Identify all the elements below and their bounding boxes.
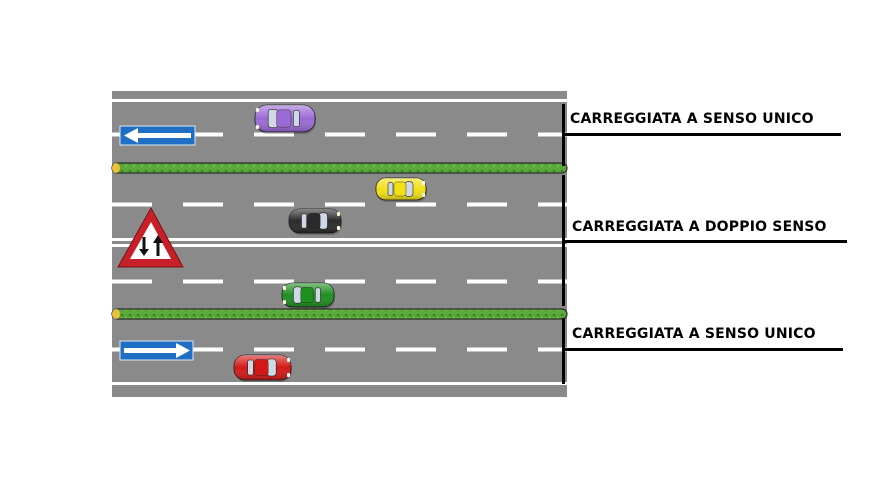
lane-dash	[183, 132, 223, 137]
car-purple	[254, 104, 316, 134]
lane-dash	[183, 279, 223, 284]
rule-top	[565, 133, 841, 136]
left-arrow-sign-icon	[119, 125, 196, 146]
lane-dash	[396, 132, 436, 137]
right-arrow-sign-icon	[119, 340, 194, 361]
lane-dash	[396, 347, 436, 352]
lane-dash	[325, 347, 365, 352]
lane-dash	[538, 202, 578, 207]
lane-dash	[254, 347, 294, 352]
two-way-traffic-warning-icon	[117, 206, 184, 268]
lane-dash	[112, 279, 152, 284]
lane-dash	[538, 132, 578, 137]
lane-dash	[183, 347, 223, 352]
lane-dash	[396, 202, 436, 207]
lane-dash	[467, 202, 507, 207]
lane-dash	[183, 202, 223, 207]
right-edge-lines	[562, 104, 565, 384]
median-top	[111, 162, 568, 174]
lane-dash	[325, 132, 365, 137]
car-yellow	[375, 177, 427, 202]
lane-dash	[254, 202, 294, 207]
lane-dash	[254, 279, 294, 284]
lane-dash	[467, 279, 507, 284]
lane-dash	[467, 132, 507, 137]
lane-dash	[254, 132, 294, 137]
lane-dash	[112, 202, 152, 207]
lane-dash	[325, 279, 365, 284]
car-red	[233, 354, 292, 382]
lane-dash	[396, 279, 436, 284]
rule-middle	[565, 240, 847, 243]
median-bottom	[111, 308, 568, 320]
label-middle-carriageway: CARREGGIATA A DOPPIO SENSO	[572, 219, 827, 235]
label-bottom-carriageway: CARREGGIATA A SENSO UNICO	[572, 326, 816, 342]
cars	[233, 104, 427, 382]
car-black	[288, 208, 342, 235]
car-green	[281, 282, 335, 309]
lane-dash	[538, 279, 578, 284]
lane-dash	[538, 347, 578, 352]
rule-bottom	[565, 348, 843, 351]
lane-dash	[325, 202, 365, 207]
lane-dash	[467, 347, 507, 352]
label-top-carriageway: CARREGGIATA A SENSO UNICO	[570, 111, 814, 127]
